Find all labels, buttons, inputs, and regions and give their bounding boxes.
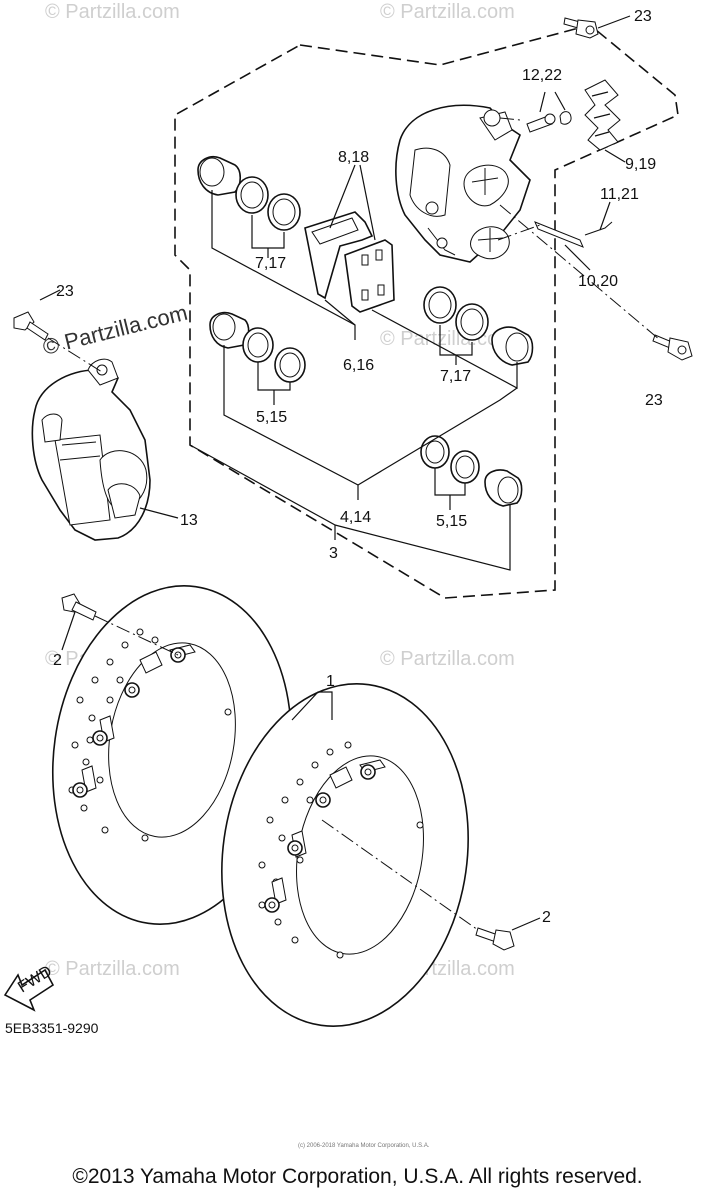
callout-13: 13 [180, 512, 198, 529]
brake-disc-front [221, 683, 469, 1027]
bolt-23-right [652, 334, 693, 361]
pad-pin [534, 221, 613, 248]
callout-1: 1 [326, 673, 335, 690]
piston-right-upper [423, 286, 534, 366]
bolt-23-top [563, 17, 599, 39]
callout-6-16: 6,16 [343, 357, 374, 374]
callout-12-22: 12,22 [522, 67, 562, 84]
bleed-screw [526, 111, 572, 133]
watermark: © Partzilla.com [380, 1, 515, 23]
watermark: © Partzilla.com [45, 958, 180, 980]
piston-left-middle [209, 311, 306, 383]
diagram-code: 5EB3351-9290 [5, 1020, 99, 1036]
right-caliper [395, 104, 531, 263]
disc-bolt-right [475, 927, 515, 951]
callout-9-19: 9,19 [625, 156, 656, 173]
disc-bolt-left [61, 593, 97, 621]
callout-5-15-low: 5,15 [436, 513, 467, 530]
callout-7-17-right: 7,17 [440, 368, 471, 385]
callout-7-17-left: 7,17 [255, 255, 286, 272]
callout-3: 3 [329, 545, 338, 562]
callout-8-18: 8,18 [338, 149, 369, 166]
callout-11-21: 11,21 [600, 186, 639, 203]
callout-10-20: 10,20 [578, 273, 618, 290]
watermark: © Partzilla.com [380, 648, 515, 670]
callout-5-15-mid: 5,15 [256, 409, 287, 426]
axis-lines [47, 117, 661, 931]
pad-spring [584, 79, 621, 151]
left-caliper [31, 358, 151, 541]
watermark-prominent: © Partzilla.com [40, 300, 190, 360]
bolt-23-left [13, 311, 49, 341]
callout-2-right: 2 [542, 909, 551, 926]
callout-23-left: 23 [56, 283, 74, 300]
callout-4-14: 4,14 [340, 509, 371, 526]
callout-23-top: 23 [634, 8, 652, 25]
piston-upper-left [197, 155, 301, 231]
forward-arrow: FWD [3, 963, 55, 1012]
brake-pads [304, 211, 395, 313]
copyright-footer: ©2013 Yamaha Motor Corporation, U.S.A. A… [72, 1165, 643, 1188]
callout-2-left: 2 [53, 652, 62, 669]
callouts: 23 12,22 8,18 9,19 11,21 7,17 10,20 23 6… [53, 8, 663, 926]
watermark: © Partzilla.com [45, 1, 180, 23]
disc-holes [68, 628, 159, 834]
leader-lines [39, 15, 631, 931]
small-copyright: (c) 2006-2018 Yamaha Motor Corporation, … [298, 1143, 430, 1149]
piston-right-lower [420, 435, 523, 507]
callout-23-right: 23 [645, 392, 663, 409]
